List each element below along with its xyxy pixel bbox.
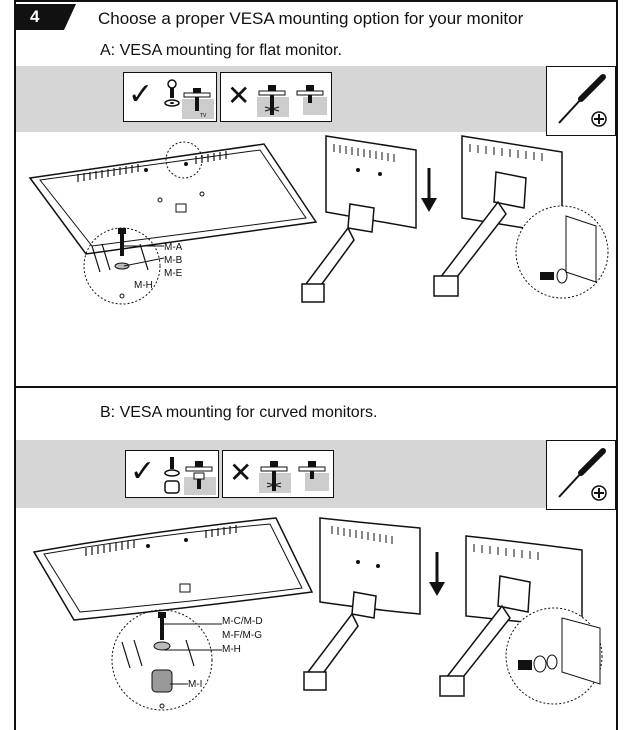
label-m-e: M-E <box>164 268 183 279</box>
leader-lines-b <box>164 623 222 685</box>
label-m-c-m-d: M-C/M-D <box>222 616 263 627</box>
section-b-title: B: VESA mounting for curved monitors. <box>100 404 378 421</box>
curved-monitor-back-illustration <box>32 517 314 621</box>
section-a-title: A: VESA mounting for flat monitor. <box>100 42 342 59</box>
wrong-option-box-b: ✕ <box>222 450 334 498</box>
arm-mounting-illustration-a2 <box>433 135 609 299</box>
flat-monitor-back-illustration <box>28 141 318 255</box>
label-m-a: M-A <box>164 242 183 253</box>
screwdriver-box-b <box>546 440 616 510</box>
screwdriver-icon <box>558 74 607 127</box>
label-m-b: M-B <box>164 255 183 266</box>
page-frame <box>14 0 618 730</box>
step-tab <box>14 4 76 30</box>
screw-too-long-icon <box>257 85 289 117</box>
label-m-i: M-I <box>188 679 203 690</box>
leader-lines-a <box>123 245 165 267</box>
cross-icon: ✕ <box>229 457 253 488</box>
arm-mounting-illustration-b2 <box>439 535 603 705</box>
label-m-f-m-g: M-F/M-G <box>222 630 262 641</box>
screw-washer-spacer-icon <box>164 457 180 494</box>
screwdriver-icon <box>558 448 607 501</box>
arm-mounting-illustration-b1 <box>303 517 421 691</box>
section-divider <box>16 386 616 388</box>
flat-detail-zoom-circle <box>83 227 161 305</box>
arm-mounting-illustration-a1 <box>301 135 417 303</box>
screw-in-tv-ok-icon: TV <box>182 88 214 119</box>
step-title: Choose a proper VESA mounting option for… <box>98 9 524 28</box>
down-arrow-icon <box>421 168 437 212</box>
top-border <box>14 0 618 2</box>
wrong-option-box-a: ✕ <box>220 72 332 122</box>
curved-detail-zoom-circle <box>111 609 213 711</box>
step-number: 4 <box>30 7 40 26</box>
label-m-h: M-H <box>134 280 153 291</box>
screw-too-short-icon <box>298 461 329 491</box>
correct-option-box-a: ✓ TV <box>123 72 217 122</box>
correct-option-box-b: ✓ <box>125 450 219 498</box>
tv-label: TV <box>200 113 207 119</box>
screw-spacer-in-tv-icon <box>184 461 216 495</box>
down-arrow-icon <box>429 552 445 596</box>
screw-too-short-icon <box>296 85 327 115</box>
screw-too-long-icon <box>259 461 291 493</box>
check-icon: ✓ <box>130 455 156 488</box>
check-icon: ✓ <box>128 78 154 111</box>
label-m-h: M-H <box>222 644 241 655</box>
cross-icon: ✕ <box>227 80 251 111</box>
screw-washer-icon <box>164 79 180 107</box>
screwdriver-box-a <box>546 66 616 136</box>
